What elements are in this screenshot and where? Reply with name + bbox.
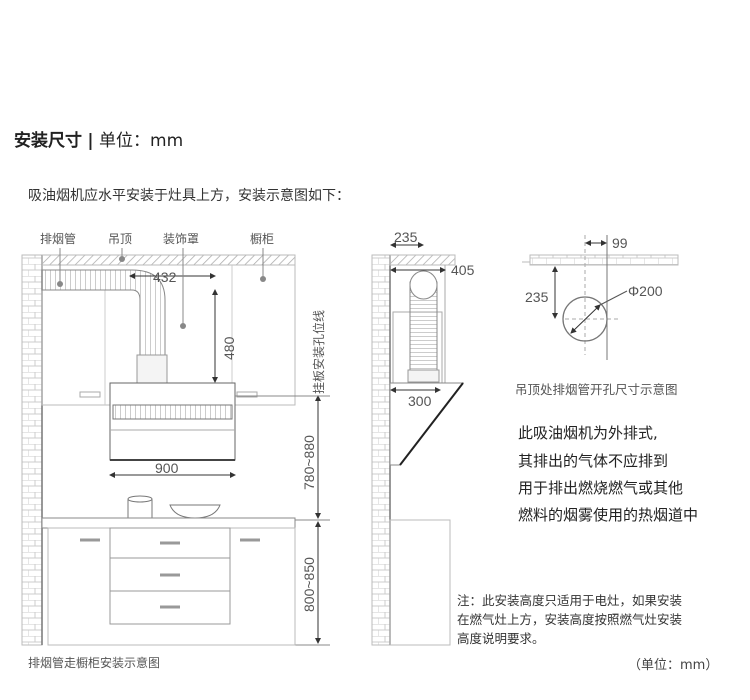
front-view: 排烟管 吊顶 装饰罩 橱柜 432 480 900 780~880 800~85… [21, 231, 330, 670]
label-cabinet: 橱柜 [250, 232, 274, 246]
label-ceiling: 吊顶 [108, 232, 132, 246]
description-line: 此吸油烟机为外排式, [518, 424, 658, 442]
dim-900: 900 [155, 460, 179, 476]
dim-405: 405 [451, 262, 475, 278]
dim-780-880: 780~880 [301, 435, 317, 490]
dim-800-850: 800~850 [301, 557, 317, 612]
side-view: 235 405 300 [371, 229, 475, 646]
hole-caption: 吊顶处排烟管开孔尺寸示意图 [515, 382, 678, 397]
dim-480: 480 [221, 336, 237, 360]
dim-300: 300 [408, 393, 432, 409]
description-line: 用于排出燃烧燃气或其他 [518, 479, 684, 497]
label-cover: 装饰罩 [163, 232, 199, 246]
dim-235-hole: 235 [525, 289, 549, 305]
description-line: 其排出的气体不应排到 [518, 452, 669, 470]
note-line: 注：此安装高度只适用于电灶，如果安装 [457, 593, 683, 608]
unit-footer: （单位：mm） [628, 658, 719, 673]
dim-432: 432 [153, 269, 177, 285]
note-line: 高度说明要求。 [457, 631, 545, 646]
description-line: 燃料的烟雾使用的热烟道中 [518, 506, 699, 524]
label-pipe: 排烟管 [40, 231, 76, 246]
dim-235-side: 235 [394, 229, 418, 245]
front-caption: 排烟管走橱柜安装示意图 [28, 655, 160, 670]
section-title: 安装尺寸 | 单位：mm [14, 131, 184, 151]
dim-99: 99 [612, 235, 628, 251]
dim-diameter: Φ200 [628, 283, 663, 299]
hole-view: 99 235 Φ200 吊顶处排烟管开孔尺寸示意图 [515, 235, 679, 397]
note-line: 在燃气灶上方，安装高度按照燃气灶安装 [457, 612, 683, 627]
mount-line-label: 挂板安装孔位线 [311, 310, 326, 394]
intro-text: 吸油烟机应水平安装于灶具上方，安装示意图如下： [28, 188, 350, 204]
